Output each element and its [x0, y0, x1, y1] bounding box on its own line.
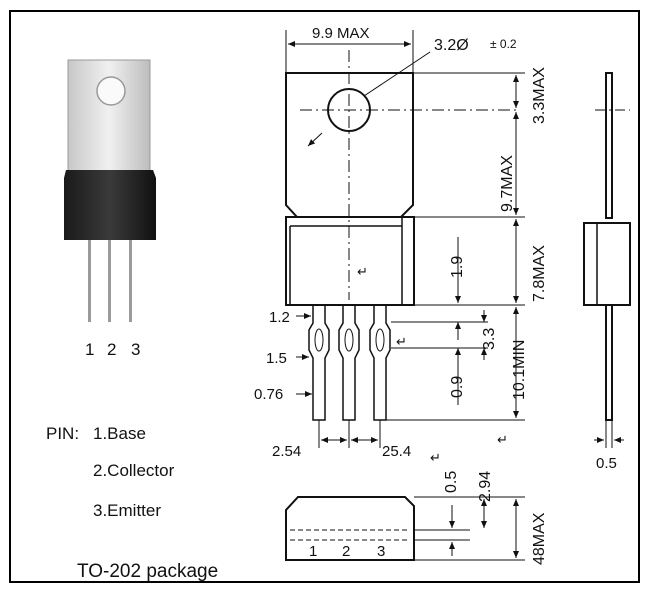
- front-dimension-lines: [285, 30, 525, 448]
- dim-hole-tol: ± 0.2: [490, 37, 517, 51]
- dim-lead-w-lower: 0.76: [254, 386, 283, 403]
- dim-tab-height: 9.7MAX: [499, 155, 516, 212]
- bottom-pin-2: 2: [342, 543, 350, 560]
- return-mark-2: ↵: [396, 334, 407, 349]
- bottom-pin-1: 1: [309, 543, 317, 560]
- dim-tab-top: 3.3MAX: [531, 67, 548, 124]
- side-view: [583, 72, 631, 448]
- dim-lead-w-upper: 1.2: [269, 309, 290, 326]
- dim-width-max: 9.9 MAX: [312, 25, 370, 42]
- dim-body-height: 7.8MAX: [531, 245, 548, 302]
- photo-pin-1: 1: [85, 340, 95, 359]
- dim-height-48: 48MAX: [531, 512, 548, 565]
- dim-d-3-3: 3.3: [481, 328, 498, 350]
- dim-span: 25.4: [382, 443, 411, 460]
- photo-pin-3: 3: [131, 340, 141, 359]
- dim-lead-w-mid: 1.5: [266, 350, 287, 367]
- photo-pin-2: 2: [107, 340, 117, 359]
- dim-d-2-94: 2.94: [477, 471, 494, 502]
- dim-lead-length: 10.1MIN: [511, 340, 528, 400]
- dim-pitch: 2.54: [272, 443, 301, 460]
- package-photo: [64, 59, 156, 322]
- pin-item-emitter: 3.Emitter: [93, 501, 162, 520]
- bottom-pin-3: 3: [377, 543, 385, 560]
- dim-d-0-9: 0.9: [449, 376, 466, 398]
- pin-item-collector: 2.Collector: [93, 461, 175, 480]
- bottom-view: [285, 496, 525, 561]
- package-label: TO-202 package: [77, 561, 219, 582]
- pin-title: PIN:: [46, 424, 80, 443]
- dim-d-0-5: 0.5: [443, 471, 460, 493]
- front-view: [285, 50, 520, 421]
- dim-hole-dia: 3.2Ø: [434, 37, 469, 54]
- dim-thickness: 0.5: [596, 455, 617, 472]
- pin-item-base: 1.Base: [93, 424, 146, 443]
- return-mark-3: ↵: [497, 432, 508, 447]
- dim-d-1-9: 1.9: [449, 256, 466, 278]
- return-mark-1: ↵: [357, 264, 368, 279]
- return-mark-4: ↵: [430, 450, 441, 465]
